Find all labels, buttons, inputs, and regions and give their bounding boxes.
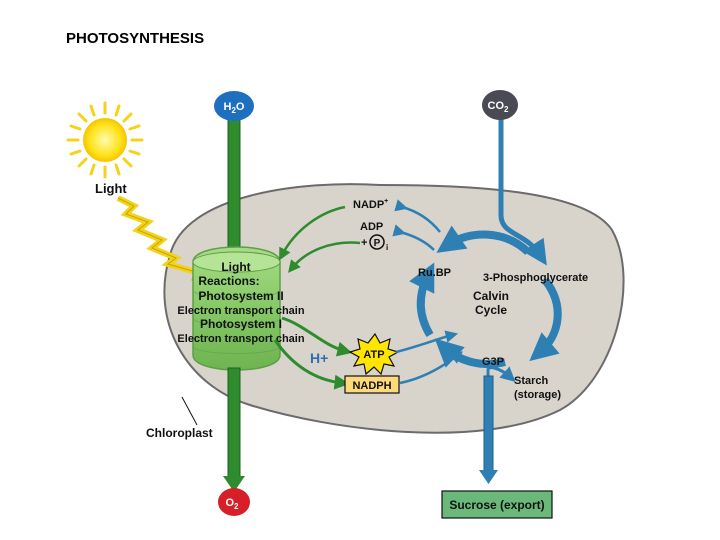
starch-arrow xyxy=(486,366,516,383)
calvin-label: Calvin xyxy=(473,289,509,303)
g3p-label: G3P xyxy=(482,356,504,368)
svg-text:CO2: CO2 xyxy=(488,100,510,114)
pi-plus-label: + xyxy=(361,237,367,249)
starch-label: Starch xyxy=(514,375,549,387)
svg-text:Sucrose (export): Sucrose (export) xyxy=(449,498,544,512)
atp-to-calvin-arrow xyxy=(395,330,459,354)
sucrose-export-arrow xyxy=(483,375,494,473)
svg-text:NADPH: NADPH xyxy=(352,380,391,392)
svg-text:P: P xyxy=(374,238,381,249)
electron-transport-chain-label-2: Electron transport chain xyxy=(177,333,304,345)
calvin-cycle-ring xyxy=(409,225,562,369)
adp-return-arrow xyxy=(288,241,361,273)
svg-text:i: i xyxy=(386,243,388,252)
chloroplast-label: Chloroplast xyxy=(146,426,213,440)
rubp-label: Ru.BP xyxy=(418,267,451,279)
light-reactions-line-1: Light xyxy=(221,260,250,274)
sun-icon xyxy=(66,101,144,179)
light-label: Light xyxy=(95,181,127,196)
starch-storage-label: (storage) xyxy=(514,389,561,401)
co2-input: CO2 xyxy=(482,90,518,120)
photosystem-i-label: Photosystem I xyxy=(200,317,282,331)
h2o-input: H2O xyxy=(214,91,254,121)
light-reactions-line-2: Reactions: xyxy=(198,274,259,288)
adp-to-calvin-arrow xyxy=(392,224,435,251)
o2-output: O2 xyxy=(218,488,250,516)
atp-production-arrow xyxy=(281,316,353,357)
nadph-box: NADPH xyxy=(344,375,400,394)
svg-text:O2: O2 xyxy=(225,497,239,511)
oxygen-release-arrow xyxy=(227,367,241,481)
nadp-return-arrow xyxy=(279,205,346,261)
atp-burst: ATP xyxy=(348,332,400,376)
nadph-production-arrow xyxy=(273,339,350,390)
svg-text:H2O: H2O xyxy=(224,101,245,115)
slide-title: PHOTOSYNTHESIS xyxy=(66,30,205,47)
electron-transport-chain-label-1: Electron transport chain xyxy=(177,305,304,317)
thylakoid-stack xyxy=(192,246,281,371)
sucrose-box: Sucrose (export) xyxy=(441,490,553,519)
photosystem-ii-label: Photosystem II xyxy=(198,289,283,303)
cycle-label: Cycle xyxy=(475,303,507,317)
pga-label: 3-Phosphoglycerate xyxy=(483,272,588,284)
hplus-label: H+ xyxy=(310,350,328,366)
nadp-label: NADP+ xyxy=(353,198,388,211)
adp-label: ADP xyxy=(360,221,383,233)
svg-text:ATP: ATP xyxy=(363,349,384,361)
chloroplast-leader-line xyxy=(181,396,198,426)
water-flow-arrow xyxy=(227,117,241,254)
co2-flow-arrow xyxy=(498,118,547,266)
phosphate-icon: P i xyxy=(369,234,388,252)
